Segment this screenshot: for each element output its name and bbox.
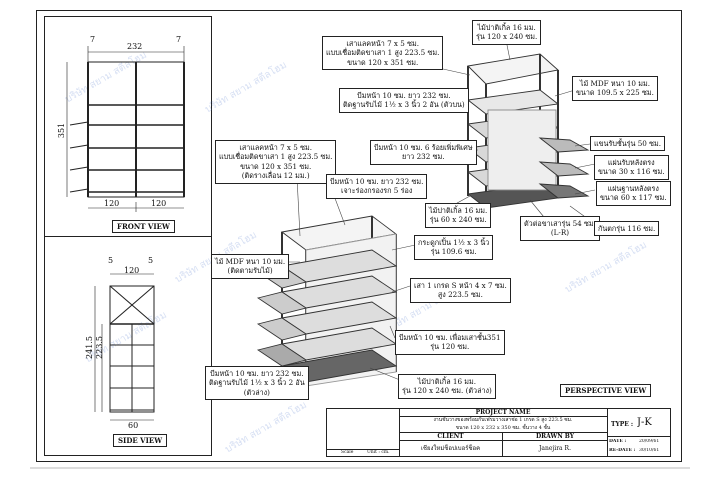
callout-board-60: ไม้ปาติเกิ้ล 16 มม.รุ่น 60 x 240 ซม. (425, 203, 492, 228)
tb-type-label: TYPE : (611, 421, 634, 428)
callout-post-s: เสา 1 เกรด S หน้า 4 x 7 ซม.สูง 223.5 ซม. (410, 278, 511, 303)
tb-drawn-label: DRAWN BY (503, 433, 607, 441)
drawing-sheet (36, 10, 682, 462)
side-view-label: SIDE VIEW (113, 434, 168, 447)
dim-top-left: 7 (90, 35, 96, 44)
callout-upper-left-post: เสาแลคหน้า 7 x 5 ซม.แบบเชื่อมติดขาเสา 1 … (322, 36, 444, 71)
callout-top-panel: ไม้ปาติเกิ้ล 16 มม.รุ่น 120 x 240 ซม. (472, 20, 542, 45)
side-view-drawing (94, 273, 155, 421)
dim-top-right: 7 (176, 35, 182, 44)
title-block: PROJECT NAME งานชั้นวางของพร้อมกับเฟรมวา… (326, 408, 671, 457)
side-dim-top-left: 5 (108, 256, 114, 265)
tb-revise-label: RE-DATE : (609, 448, 636, 453)
perspective-view-label: PERSPECTIVE VIEW (560, 384, 652, 397)
perspective-upper-drawing (466, 53, 590, 209)
front-view-drawing (66, 46, 185, 212)
tb-unit-label: Unit : cm. (367, 450, 390, 455)
tb-type-value: J-K (637, 417, 652, 428)
tb-hline (607, 436, 671, 437)
callout-mdf-right: ไม้ MDF หนา 10 มม.ขนาด 109.5 x 225 ซม. (572, 76, 658, 101)
tb-project-value: งานชั้นวางของพร้อมกับเฟรมวางเสาช่อ 1 เกร… (399, 417, 607, 433)
callout-cap: กันตกรุ่น 116 ซม. (594, 221, 660, 237)
callout-plate-60: แผ่นฐานหลังตรงขนาด 60 x 117 ซม. (596, 181, 671, 206)
side-dim-top-width: 120 (124, 266, 140, 275)
tb-date-value: 20/09/61 (639, 439, 660, 444)
tb-drawn-value: Janejira R. (539, 445, 571, 452)
tb-project-label: PROJECT NAME (399, 409, 607, 417)
callout-mdf-left: ไม้ MDF หนา 10 มม.(ติดตามรับไม้) (211, 254, 290, 279)
tb-client-label: CLIENT (399, 433, 503, 441)
callout-beam-top: บีมหน้า 10 ซม. ยาว 232 ซม.ติดฐานรับไม้ 1… (339, 88, 469, 113)
dim-bottom-left: 120 (104, 199, 120, 208)
tb-client-value: เชียงใหม่ช็อปเบอร์ช็อค (399, 441, 503, 457)
panel-divider (44, 236, 212, 237)
front-view-label: FRONT VIEW (112, 220, 175, 233)
callout-beam-bottom: บีมหน้า 10 ซม. ยาว 232 ซม.ติดฐานรับไม้ 1… (205, 366, 309, 401)
callout-lower-left-post: เสาแลคหน้า 7 x 5 ซม.แบบเชื่อมติดขาเสา 1 … (215, 140, 337, 184)
dim-top-width: 232 (127, 42, 143, 51)
tb-vline-right (607, 409, 608, 457)
tb-revise-value: 30/10/61 (639, 448, 660, 453)
dim-height: 351 (57, 122, 67, 139)
callout-beam-mid: บีมหน้า 10 ซม. 6 ร้อยเพิ่มพิเศษยาว 232 ซ… (370, 140, 477, 165)
dim-bottom-right: 120 (151, 199, 167, 208)
callout-lower-beam-top: บีมหน้า 10 ซม. ยาว 232 ซม.เจาะร่องกรองรก… (326, 174, 428, 199)
tb-vline (399, 409, 400, 457)
side-dim-height-outer: 241.5 (84, 336, 94, 359)
callout-bottom-panel: ไม้ปาติเกิ้ล 16 มม.รุ่น 120 x 240 ซม. (ต… (398, 374, 496, 399)
footer-line (30, 467, 690, 469)
callout-shelf-support: แขนรับชั้นรุ่น 50 ซม. (590, 136, 666, 152)
callout-connector: ตัวต่อขาเสารุ่น 54 ซม.(L-R) (520, 216, 600, 241)
tb-scale-row (327, 449, 399, 450)
tb-scale-label: Scale (341, 450, 354, 455)
side-dim-bottom: 60 (128, 421, 139, 430)
callout-pipe: กระดูกเปิ้น 1½ x 3 นิ้วรุ่น 109.6 ซม. (414, 235, 494, 260)
perspective-lower-drawing (256, 215, 398, 389)
tb-date-label: DATE : (609, 439, 627, 444)
callout-plate-30: แผ่นรับหลังตรงขนาด 30 x 116 ซม. (594, 155, 669, 180)
side-dim-top-right: 5 (148, 256, 154, 265)
side-dim-height-inner: 223.5 (94, 336, 104, 359)
